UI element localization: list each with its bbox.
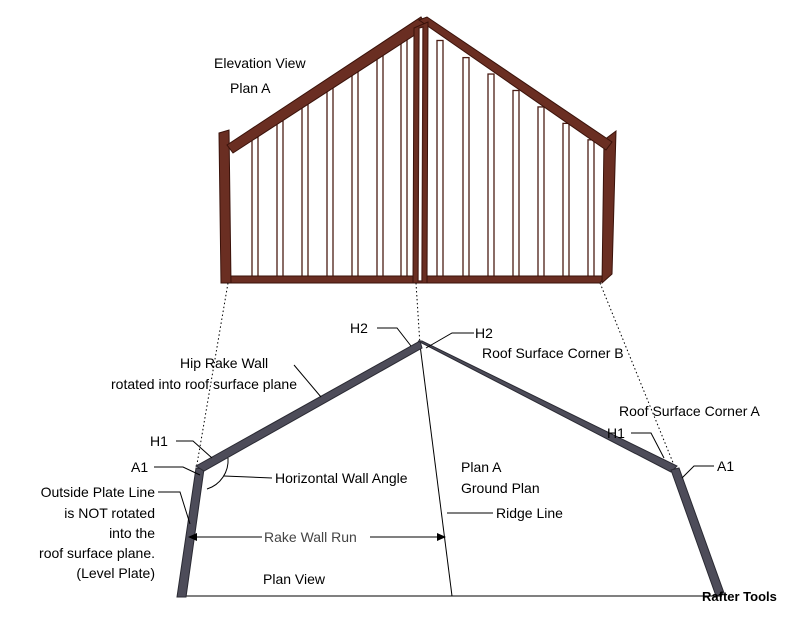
rake-wall-run-dimension (188, 533, 446, 541)
left-hip-rake-wall (195, 340, 423, 472)
label-ridge-line: Ridge Line (496, 505, 563, 521)
wall-stud (400, 38, 408, 278)
leader-lines (154, 327, 714, 525)
projection-right (599, 282, 677, 471)
plan-view-drawing (176, 340, 725, 598)
wall-stud (587, 139, 595, 278)
horizontal-wall-angle-arc (206, 457, 229, 490)
label-into-the: into the (109, 525, 155, 541)
label-rafter-tools: Rafter Tools (702, 589, 777, 604)
label-plan-a: Plan A (461, 459, 502, 475)
label-rake-wall-run: Rake Wall Run (264, 529, 357, 545)
wall-stud (487, 73, 495, 278)
right-hip-rake-wall (417, 340, 678, 473)
label-plan-a-top: Plan A (230, 80, 271, 96)
label-h2-left: H2 (350, 320, 368, 336)
leader-a1-right (681, 465, 714, 479)
right-end-post (601, 129, 617, 285)
label-is-not-rotated: is NOT rotated (64, 505, 155, 521)
wall-stud (562, 122, 570, 278)
label-h1-right: H1 (607, 425, 625, 441)
wall-stud (251, 136, 259, 278)
leader-h1-right (631, 432, 665, 459)
leader-outside-plate-line (158, 491, 191, 525)
label-ground-plan: Ground Plan (461, 480, 540, 496)
label-a1-left: A1 (131, 459, 148, 475)
label-outside-plate-line: Outside Plate Line (41, 484, 156, 500)
right-top-plate (417, 16, 613, 151)
wall-stud (512, 89, 520, 278)
label-h2-right: H2 (475, 325, 493, 341)
left-outside-plate (176, 467, 205, 598)
leader-h1-left (176, 440, 213, 459)
wall-stud (376, 54, 384, 278)
label-rotated-into: rotated into roof surface plane (111, 376, 297, 392)
projection-center (415, 282, 421, 346)
label-roof-surface-plane: roof surface plane. (39, 545, 155, 561)
leader-hip-rake-wall (293, 364, 322, 398)
leader-h2-left (377, 327, 412, 347)
leader-horizontal-wall-angle (223, 475, 273, 479)
label-level-plate: (Level Plate) (76, 565, 155, 581)
label-hip-rake-wall: Hip Rake Wall (180, 355, 268, 371)
ridge-line (419, 344, 453, 597)
wall-stud (276, 120, 284, 278)
projection-lines (195, 282, 677, 471)
leader-a1-left (154, 466, 201, 476)
right-outside-plate (670, 467, 725, 597)
label-elevation-view: Elevation View (214, 55, 306, 71)
label-roof-corner-a: Roof Surface Corner A (619, 403, 761, 419)
left-end-post (218, 129, 232, 284)
label-a1-right: A1 (717, 458, 734, 474)
label-plan-view: Plan View (263, 571, 326, 587)
label-horizontal-wall-angle: Horizontal Wall Angle (275, 470, 408, 486)
wall-stud (326, 87, 334, 278)
wall-stud (537, 106, 545, 278)
wall-stud (301, 103, 309, 278)
wall-stud (436, 39, 444, 278)
elevation-wall-framing (218, 16, 617, 285)
labels: Elevation View Plan A H2 H2 Roof Surface… (39, 55, 777, 604)
ridge-post-gap (417, 26, 424, 282)
label-h1-left: H1 (150, 433, 168, 449)
wall-stud (351, 70, 359, 278)
wall-stud (462, 56, 470, 278)
leader-h2-right (425, 332, 474, 349)
label-roof-corner-b: Roof Surface Corner B (482, 345, 624, 361)
